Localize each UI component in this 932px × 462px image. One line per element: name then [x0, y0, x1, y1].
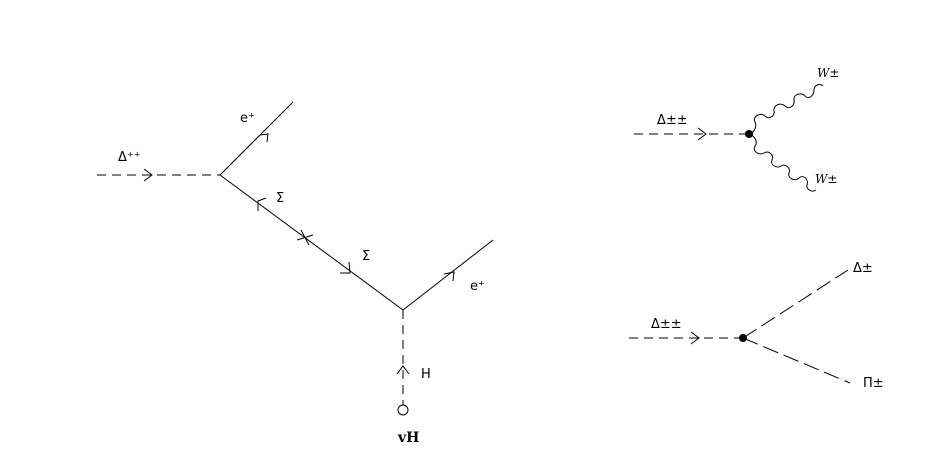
outgoing-pion-line [742, 337, 851, 384]
outgoing-delta-label: Δ± [853, 261, 873, 276]
incoming-delta-arrow [143, 168, 153, 182]
sigma-bar-label: Σ̄ [276, 191, 284, 206]
positron-top-line [219, 101, 294, 176]
outgoing-pion-label: Π± [863, 376, 884, 391]
higgs-label: H [421, 367, 431, 382]
w-boson-bottom-wavy [748, 133, 817, 192]
outgoing-delta-line [742, 269, 849, 339]
positron-right-arrow [443, 271, 455, 282]
incoming-delta-arrow-br [690, 331, 700, 345]
w-boson-top-wavy [748, 84, 824, 135]
positron-top-arrow [259, 133, 269, 143]
diagram-bottom-right: Δ±± Δ± Π± [629, 261, 884, 391]
vev-circle [397, 404, 409, 416]
positron-right-label: e⁺ [470, 279, 485, 294]
incoming-delta-label-br: Δ±± [651, 317, 682, 332]
positron-top-label: e⁺ [240, 111, 255, 126]
diagram-left: Δ⁺⁺ e⁺ Σ̄ Σ e⁺ H vH [97, 101, 494, 446]
sigma-bar-arrow [257, 197, 267, 211]
incoming-delta-arrow-tr [697, 127, 707, 141]
mass-insertion-cross-b [300, 229, 310, 246]
sigma-arrow [340, 261, 351, 274]
incoming-delta-label: Δ⁺⁺ [118, 150, 141, 165]
diagram-top-right: Δ±± W± W± [634, 66, 839, 192]
incoming-delta-label-tr: Δ±± [657, 113, 688, 128]
higgs-arrow [396, 365, 410, 375]
w-boson-top-label: W± [817, 66, 839, 80]
sigma-label: Σ [362, 249, 370, 264]
fermion-sigma-line [219, 174, 404, 311]
w-boson-bottom-label: W± [815, 172, 837, 186]
positron-right-line [402, 239, 494, 311]
vev-label: vH [397, 430, 419, 446]
